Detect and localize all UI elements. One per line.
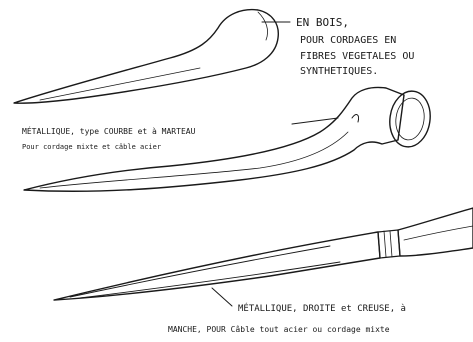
wooden-fid-label-line-2: POUR CORDAGES EN [300, 35, 396, 46]
wooden-fid-drawing [14, 10, 278, 104]
wooden-fid-label-line-1: EN BOIS, [296, 16, 349, 29]
curved-metal-fid-label-line-2: Pour cordage mixte et câble acier [22, 143, 161, 151]
straight-metal-fid-label-line-2: MANCHE, POUR Câble tout acier ou cordage… [168, 325, 390, 334]
straight-metal-fid-leader-line [212, 288, 232, 306]
curved-metal-fid-drawing [24, 87, 434, 191]
wooden-fid-label-line-4: SYNTHETIQUES. [300, 66, 378, 77]
wooden-fid-label-line-3: FIBRES VEGETALES OU [300, 51, 414, 62]
straight-metal-fid-label-line-1: MÉTALLIQUE, DROITE et CREUSE, à [238, 302, 406, 314]
straight-metal-fid-drawing [54, 208, 473, 300]
curved-metal-fid-label-line-1: MÉTALLIQUE, type COURBE et à MARTEAU [22, 125, 196, 136]
